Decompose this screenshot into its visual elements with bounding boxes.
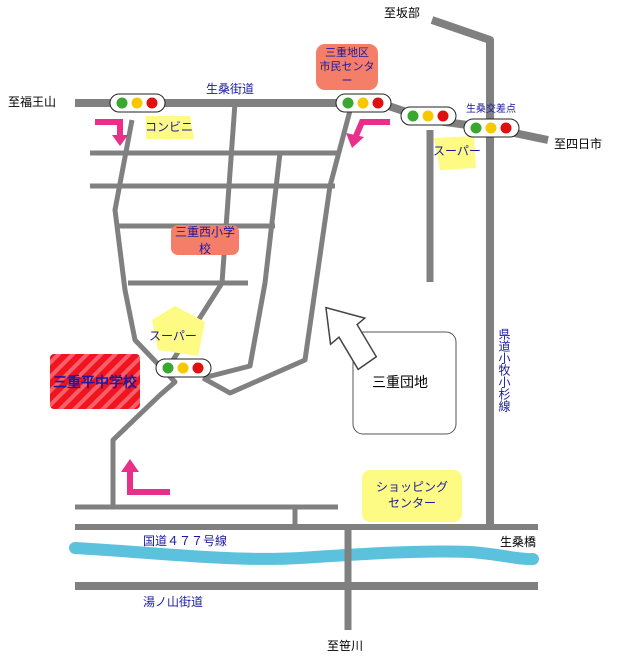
road-left <box>110 119 178 505</box>
shopping-center-label: ショッピング センター <box>375 480 448 510</box>
arrow-up-right <box>127 470 170 495</box>
arrow-right-down <box>353 119 390 138</box>
nishi-school-label: 三重西小学校 <box>174 225 235 256</box>
label-to-sakabe: 至坂部 <box>384 6 421 20</box>
signals <box>109 93 520 378</box>
signal-3 <box>400 106 457 126</box>
blob-super-left <box>152 306 205 356</box>
blob-super-right <box>434 136 476 170</box>
river <box>69 542 539 566</box>
road-mid2 <box>202 152 283 381</box>
blob-shopping <box>362 470 462 522</box>
target-school-box <box>50 354 140 409</box>
blob-convenience <box>146 116 194 139</box>
label-ojime-bashi: 生桑橋 <box>500 535 537 549</box>
signal-4 <box>463 118 520 138</box>
arrow-left-down <box>95 119 123 136</box>
danchi-arrow <box>325 306 378 371</box>
civic-center-label: 三重地区 市民センター <box>319 46 375 87</box>
arrow-up-right-head <box>121 459 139 472</box>
signal-5 <box>155 358 212 378</box>
road-to-sakabe <box>430 16 494 530</box>
label-to-fukuouzan: 至福王山 <box>8 95 57 109</box>
super-left-label: スーパー <box>149 329 197 343</box>
arrow-right-down-head <box>346 133 364 148</box>
signal-2 <box>335 93 392 113</box>
box-nishi-school <box>171 225 239 255</box>
label-yunoyama: 湯ノ山街道 <box>143 595 204 609</box>
label-ojime-kaido: 生桑街道 <box>206 82 255 96</box>
convenience-label: コンビニ <box>145 120 194 134</box>
arrow-left-down-head <box>112 135 128 146</box>
box-civic-center <box>316 44 378 90</box>
label-to-yokkaichi: 至四日市 <box>554 137 603 151</box>
target-school-label: 三重平中学校 <box>53 374 137 391</box>
signal-1 <box>109 93 166 113</box>
danchi-block <box>352 331 457 435</box>
label-kokudo-477: 国道４７７号線 <box>143 534 228 548</box>
label-kendo: 県道小牧小杉線 <box>497 328 511 412</box>
road-right-mid <box>201 102 355 396</box>
label-to-sasagawa: 至笹川 <box>327 639 364 653</box>
label-ojime-kosaten: 生桑交差点 <box>466 104 516 115</box>
super-right-label: スーパー <box>433 144 481 158</box>
label-danchi: 三重団地 <box>372 375 428 391</box>
